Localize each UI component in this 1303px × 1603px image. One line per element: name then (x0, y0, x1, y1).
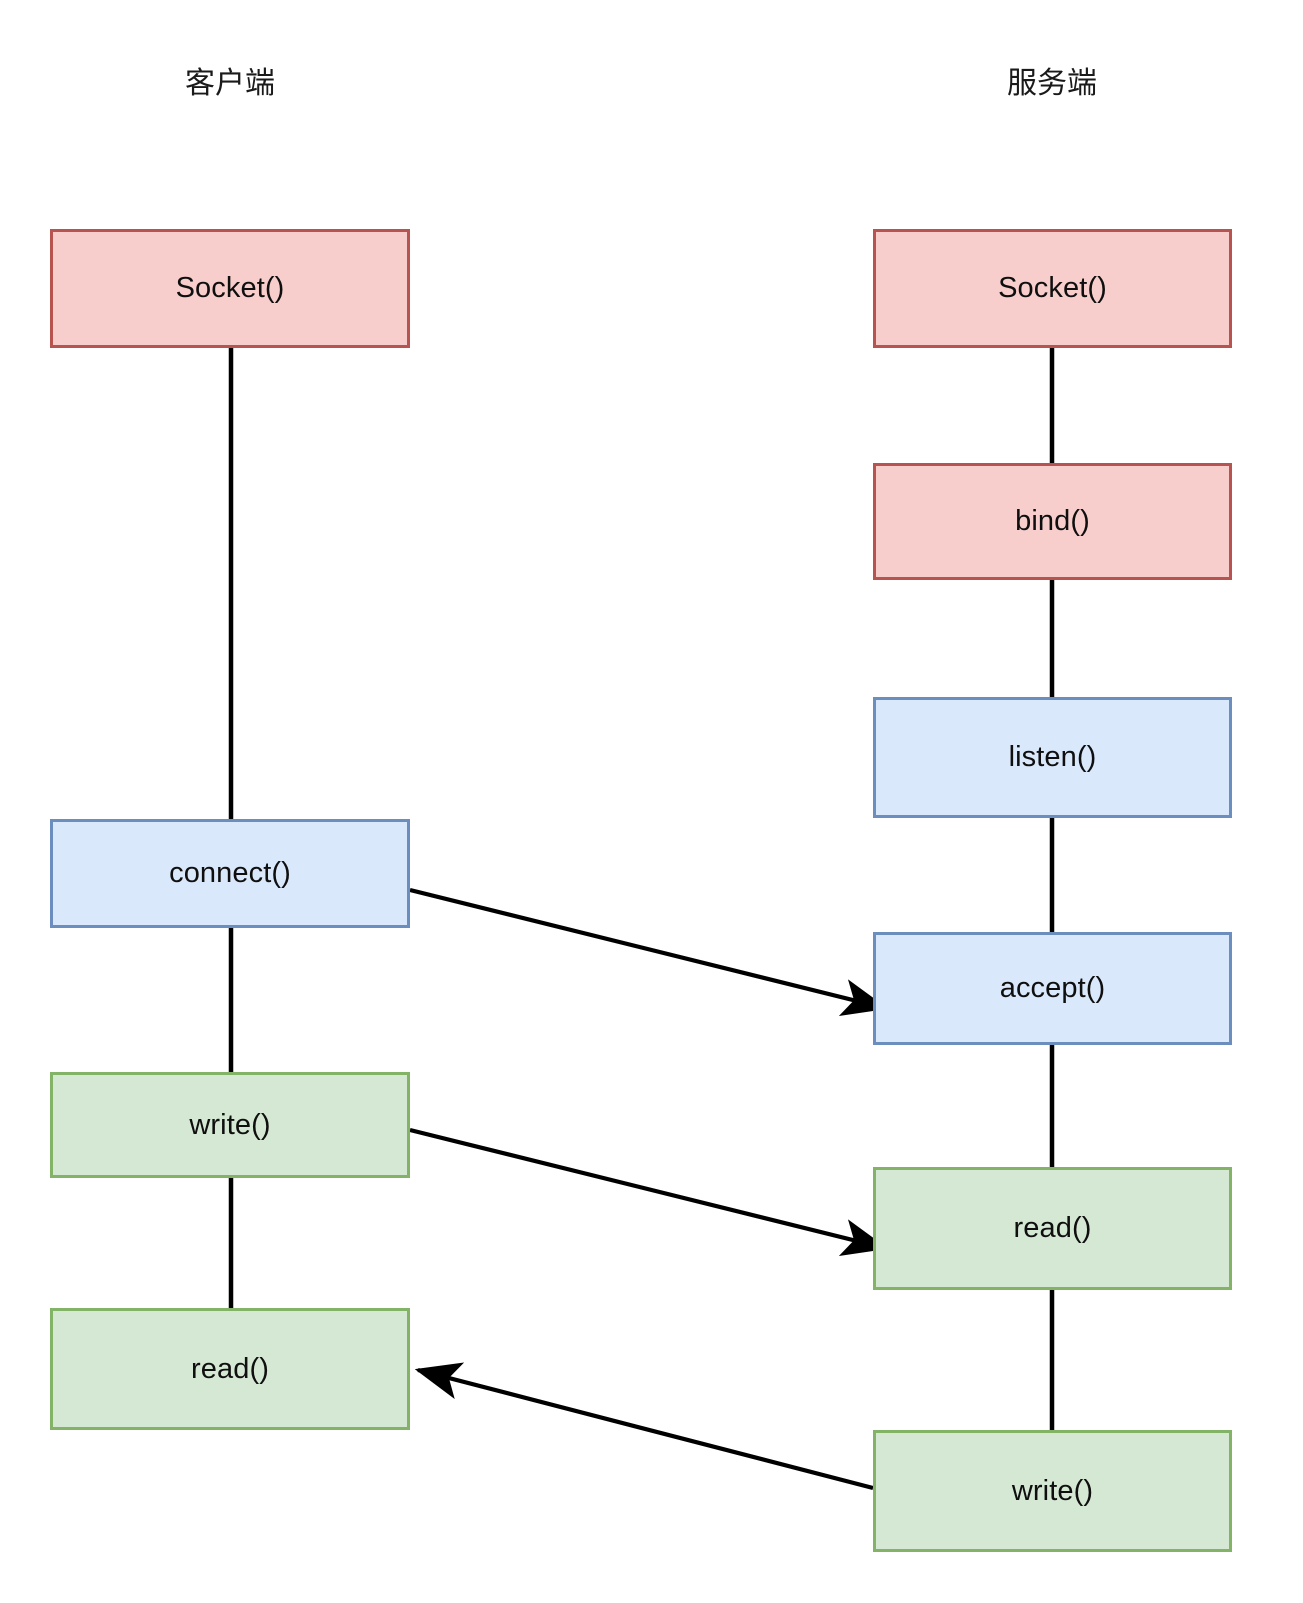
arrow-write-to-read (409, 1127, 889, 1257)
node-server-bind[interactable]: bind() (873, 463, 1232, 580)
node-label: write() (189, 1108, 271, 1141)
node-client-socket[interactable]: Socket() (50, 229, 410, 348)
node-label: read() (1013, 1212, 1092, 1244)
node-label: accept() (999, 972, 1106, 1004)
arrow-server-write-to-client-read (414, 1362, 874, 1491)
node-server-listen[interactable]: listen() (873, 697, 1232, 818)
node-server-read[interactable]: read() (873, 1167, 1232, 1290)
column-title-server: 服务端 (1007, 67, 1097, 100)
column-title-client: 客户端 (185, 67, 275, 100)
node-server-write[interactable]: write() (873, 1430, 1232, 1552)
node-label: Socket() (175, 272, 285, 304)
node-label: write() (1011, 1474, 1094, 1507)
node-server-accept[interactable]: accept() (873, 932, 1232, 1045)
node-label: Socket() (998, 272, 1107, 304)
node-client-write[interactable]: write() (50, 1072, 410, 1178)
node-server-socket[interactable]: Socket() (873, 229, 1232, 348)
node-client-read[interactable]: read() (50, 1308, 410, 1430)
arrow-connect-to-accept (409, 887, 889, 1017)
node-label: read() (191, 1352, 269, 1385)
node-client-connect[interactable]: connect() (50, 819, 410, 928)
node-label: bind() (1015, 505, 1090, 537)
node-label: connect() (169, 857, 291, 889)
node-label: listen() (1008, 741, 1097, 773)
